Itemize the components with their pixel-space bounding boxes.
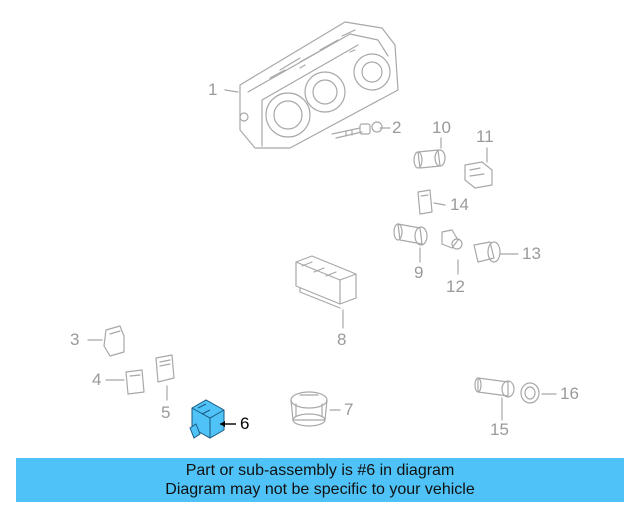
highlighted-part-6[interactable] <box>189 399 225 439</box>
parts-diagram <box>87 21 557 439</box>
bulb-holder-part-12[interactable] <box>441 229 463 250</box>
rotary-knob-part-7[interactable] <box>290 391 328 427</box>
callout-14[interactable]: 14 <box>450 195 469 214</box>
callout-8[interactable]: 8 <box>337 330 347 349</box>
arrowhead-6 <box>220 421 225 427</box>
callout-9[interactable]: 9 <box>414 263 424 282</box>
socket-part-13[interactable] <box>473 241 501 263</box>
banner-line-1: Part or sub-assembly is #6 in diagram <box>185 462 455 479</box>
climate-control-panel-part-1[interactable] <box>239 21 399 149</box>
banner-line-2: Diagram may not be specific to your vehi… <box>165 481 475 498</box>
connector-part-11[interactable] <box>464 161 493 189</box>
callout-10[interactable]: 10 <box>432 118 451 137</box>
clip-part-14[interactable] <box>417 189 433 215</box>
callout-5[interactable]: 5 <box>161 403 171 422</box>
callout-12[interactable]: 12 <box>446 277 465 296</box>
callout-1[interactable]: 1 <box>208 80 218 99</box>
switch-part-5[interactable] <box>155 354 175 383</box>
bulb-socket-part-2[interactable] <box>331 121 383 139</box>
callout-3[interactable]: 3 <box>70 330 80 349</box>
callout-7[interactable]: 7 <box>344 400 354 419</box>
callout-11[interactable]: 11 <box>476 127 494 146</box>
switch-part-4[interactable] <box>125 369 145 395</box>
callout-15[interactable]: 15 <box>490 420 509 439</box>
switch-cylinder-part-9[interactable] <box>393 223 428 246</box>
callout-16[interactable]: 16 <box>560 384 579 403</box>
switch-cylinder-part-15[interactable] <box>474 377 515 398</box>
info-banner: Part or sub-assembly is #6 in diagram Di… <box>16 458 624 502</box>
callout-4[interactable]: 4 <box>92 370 102 389</box>
switch-part-3[interactable] <box>103 325 125 357</box>
callout-2[interactable]: 2 <box>392 118 402 137</box>
switch-block-part-8[interactable] <box>295 255 357 309</box>
cap-part-16[interactable] <box>520 382 540 404</box>
switch-cylinder-part-10[interactable] <box>413 149 446 169</box>
callout-6[interactable]: 6 <box>240 414 250 433</box>
callout-13[interactable]: 13 <box>522 244 541 263</box>
